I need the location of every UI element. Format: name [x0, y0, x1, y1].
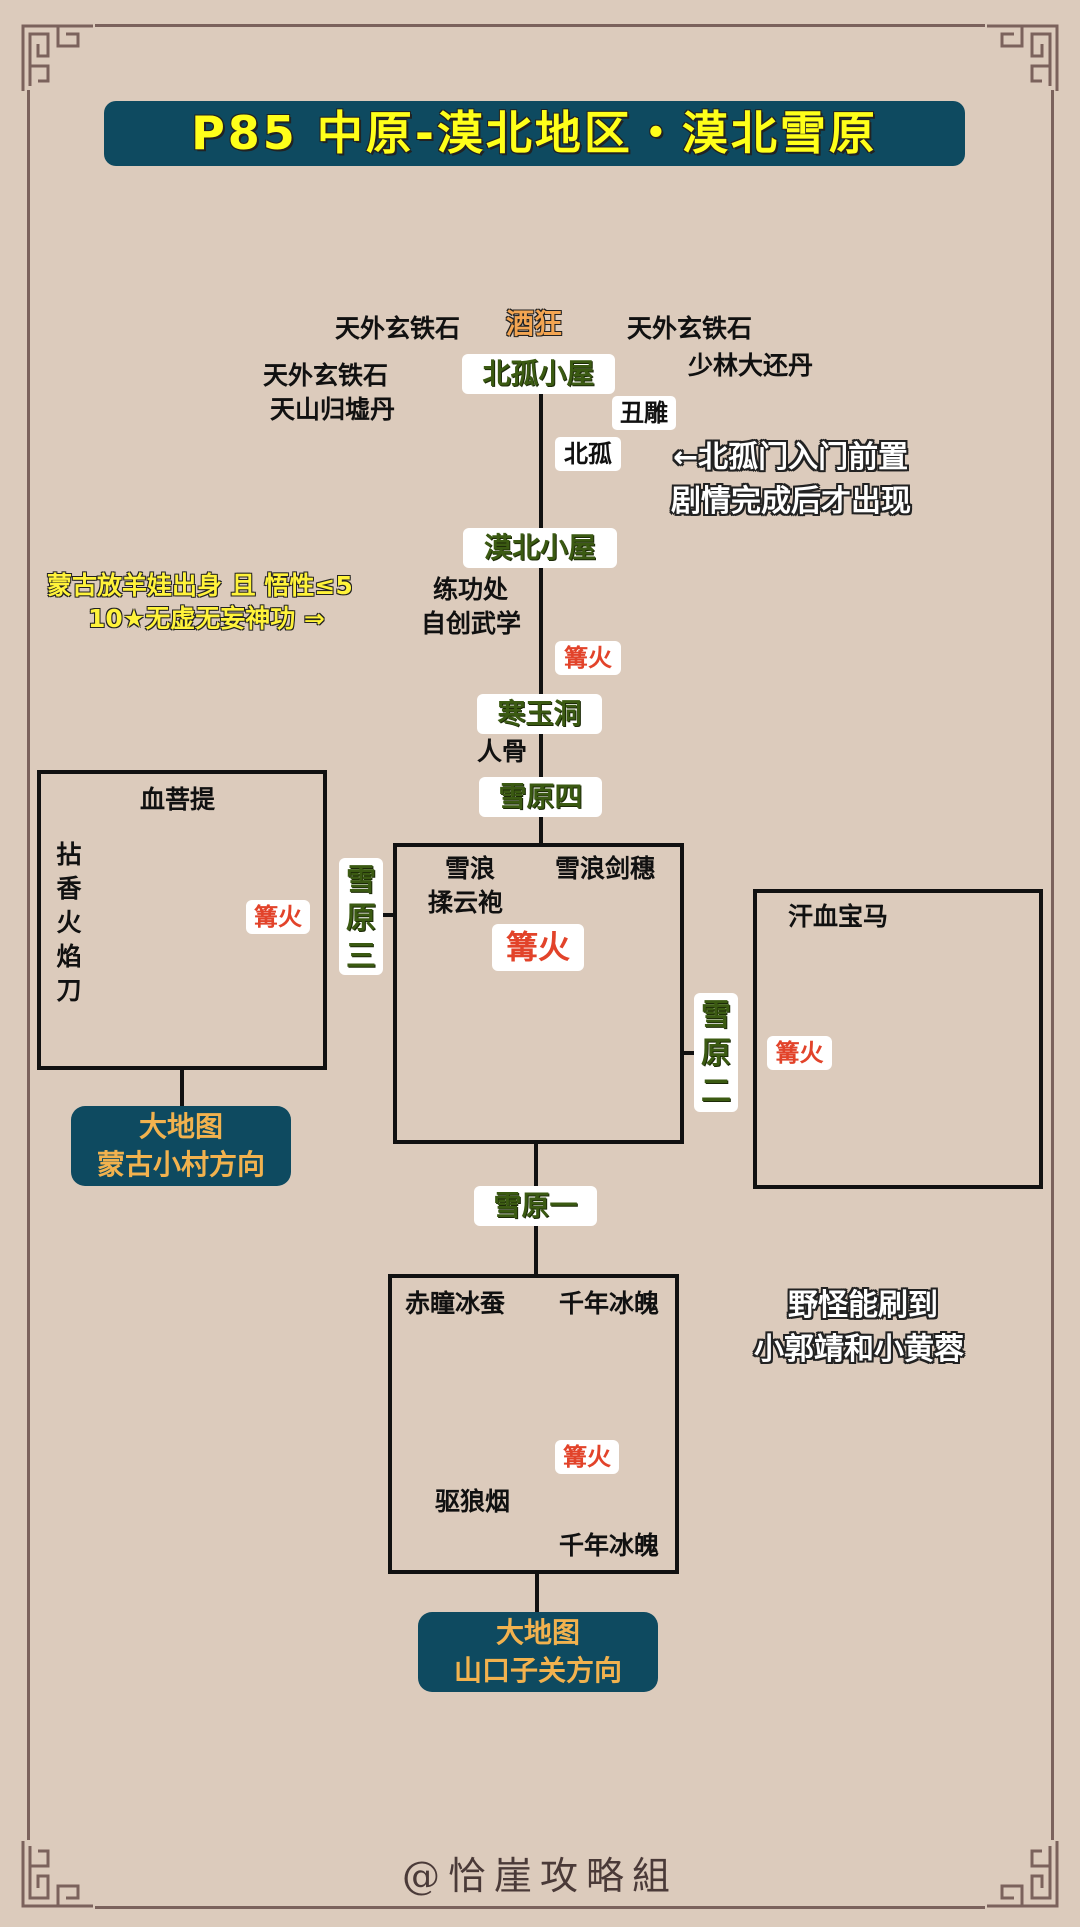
item-label: 天外玄铁石 [263, 361, 389, 390]
bonfire-right: 篝火 [767, 1036, 832, 1070]
path-line-left-exit [180, 1069, 184, 1107]
node-xueyuan-4[interactable]: 雪原四 [479, 777, 602, 817]
room-left [37, 770, 327, 1070]
note-beigu-2: 剧情完成后才出现 [671, 484, 911, 519]
node-xueyuan-1[interactable]: 雪原一 [474, 1186, 597, 1226]
frame-bottom [95, 1906, 985, 1909]
item-label: 天外玄铁石 [335, 314, 461, 343]
npc-chou-diao: 丑雕 [612, 396, 676, 430]
page-title: P85 中原-漠北地区・漠北雪原 [104, 101, 965, 166]
training-spot: 练功处 [433, 575, 509, 604]
note-monsters-1: 野怪能刷到 [788, 1288, 938, 1323]
npc-jiukuang: 酒狂 [506, 307, 563, 340]
corner-ornament-icon [21, 1841, 93, 1908]
node-xueyuan-3[interactable]: 雪原三 [339, 858, 383, 975]
path-line-xueyuan2 [682, 1051, 696, 1055]
room-center [393, 843, 684, 1144]
item-label: 雪浪剑穗 [555, 854, 656, 883]
exit-label-2: 山口子关方向 [453, 1654, 622, 1687]
item-label: 赤瞳冰蚕 [405, 1289, 506, 1318]
note-monsters-2: 小郭靖和小黄蓉 [754, 1332, 964, 1367]
item-label: 驱狼烟 [435, 1487, 511, 1516]
path-line-main [539, 393, 543, 844]
item-label: 少林大还丹 [688, 351, 814, 380]
condition-line-2: 10★无虚无妄神功 ⇒ [88, 604, 325, 633]
npc-beigu: 北孤 [555, 437, 621, 471]
path-line-bottom-exit [535, 1573, 539, 1613]
node-mobei-house[interactable]: 漠北小屋 [463, 528, 617, 568]
node-hanyu-cave[interactable]: 寒玉洞 [477, 694, 602, 734]
item-label: 血菩提 [140, 785, 216, 814]
exit-shankouzi-pass[interactable]: 大地图 山口子关方向 [418, 1612, 658, 1692]
bonfire-bottom: 篝火 [555, 1440, 619, 1474]
condition-line-1: 蒙古放羊娃出身 且 悟性≤5 [47, 571, 353, 600]
exit-mongol-village[interactable]: 大地图 蒙古小村方向 [71, 1106, 291, 1186]
item-label: 千年冰魄 [559, 1531, 660, 1560]
item-bones: 人骨 [477, 737, 528, 766]
bonfire-center: 篝火 [492, 924, 584, 971]
corner-ornament-icon [21, 24, 93, 91]
note-beigu-1: ←北孤门入门前置 [673, 440, 909, 475]
exit-label-1: 大地图 [495, 1616, 580, 1649]
frame-right [1051, 90, 1054, 1840]
author-credit: @恰崖攻略組 [401, 1854, 678, 1898]
path-line-xueyuan3 [383, 913, 395, 917]
corner-ornament-icon [987, 1841, 1059, 1908]
corner-ornament-icon [987, 24, 1059, 91]
frame-top [95, 24, 985, 27]
exit-label-2: 蒙古小村方向 [96, 1148, 265, 1181]
room-bottom [388, 1274, 679, 1574]
item-label: 雪浪 [445, 854, 496, 883]
self-martial-arts: 自创武学 [421, 609, 522, 638]
room-right [753, 889, 1043, 1189]
node-beigu-house[interactable]: 北孤小屋 [462, 354, 615, 394]
exit-label-1: 大地图 [138, 1110, 223, 1143]
frame-left [27, 90, 30, 1840]
item-label: 天外玄铁石 [627, 314, 753, 343]
node-xueyuan-2[interactable]: 雪原二 [694, 993, 738, 1112]
item-label: 汗血宝马 [788, 902, 889, 931]
item-vertical-label: 拈香火焰刀 [56, 840, 82, 1005]
item-label: 天山归墟丹 [270, 395, 396, 424]
item-label: 揉云袍 [428, 888, 504, 917]
bonfire-left: 篝火 [246, 900, 310, 934]
item-label: 千年冰魄 [559, 1289, 660, 1318]
bonfire-mobei: 篝火 [555, 641, 621, 675]
